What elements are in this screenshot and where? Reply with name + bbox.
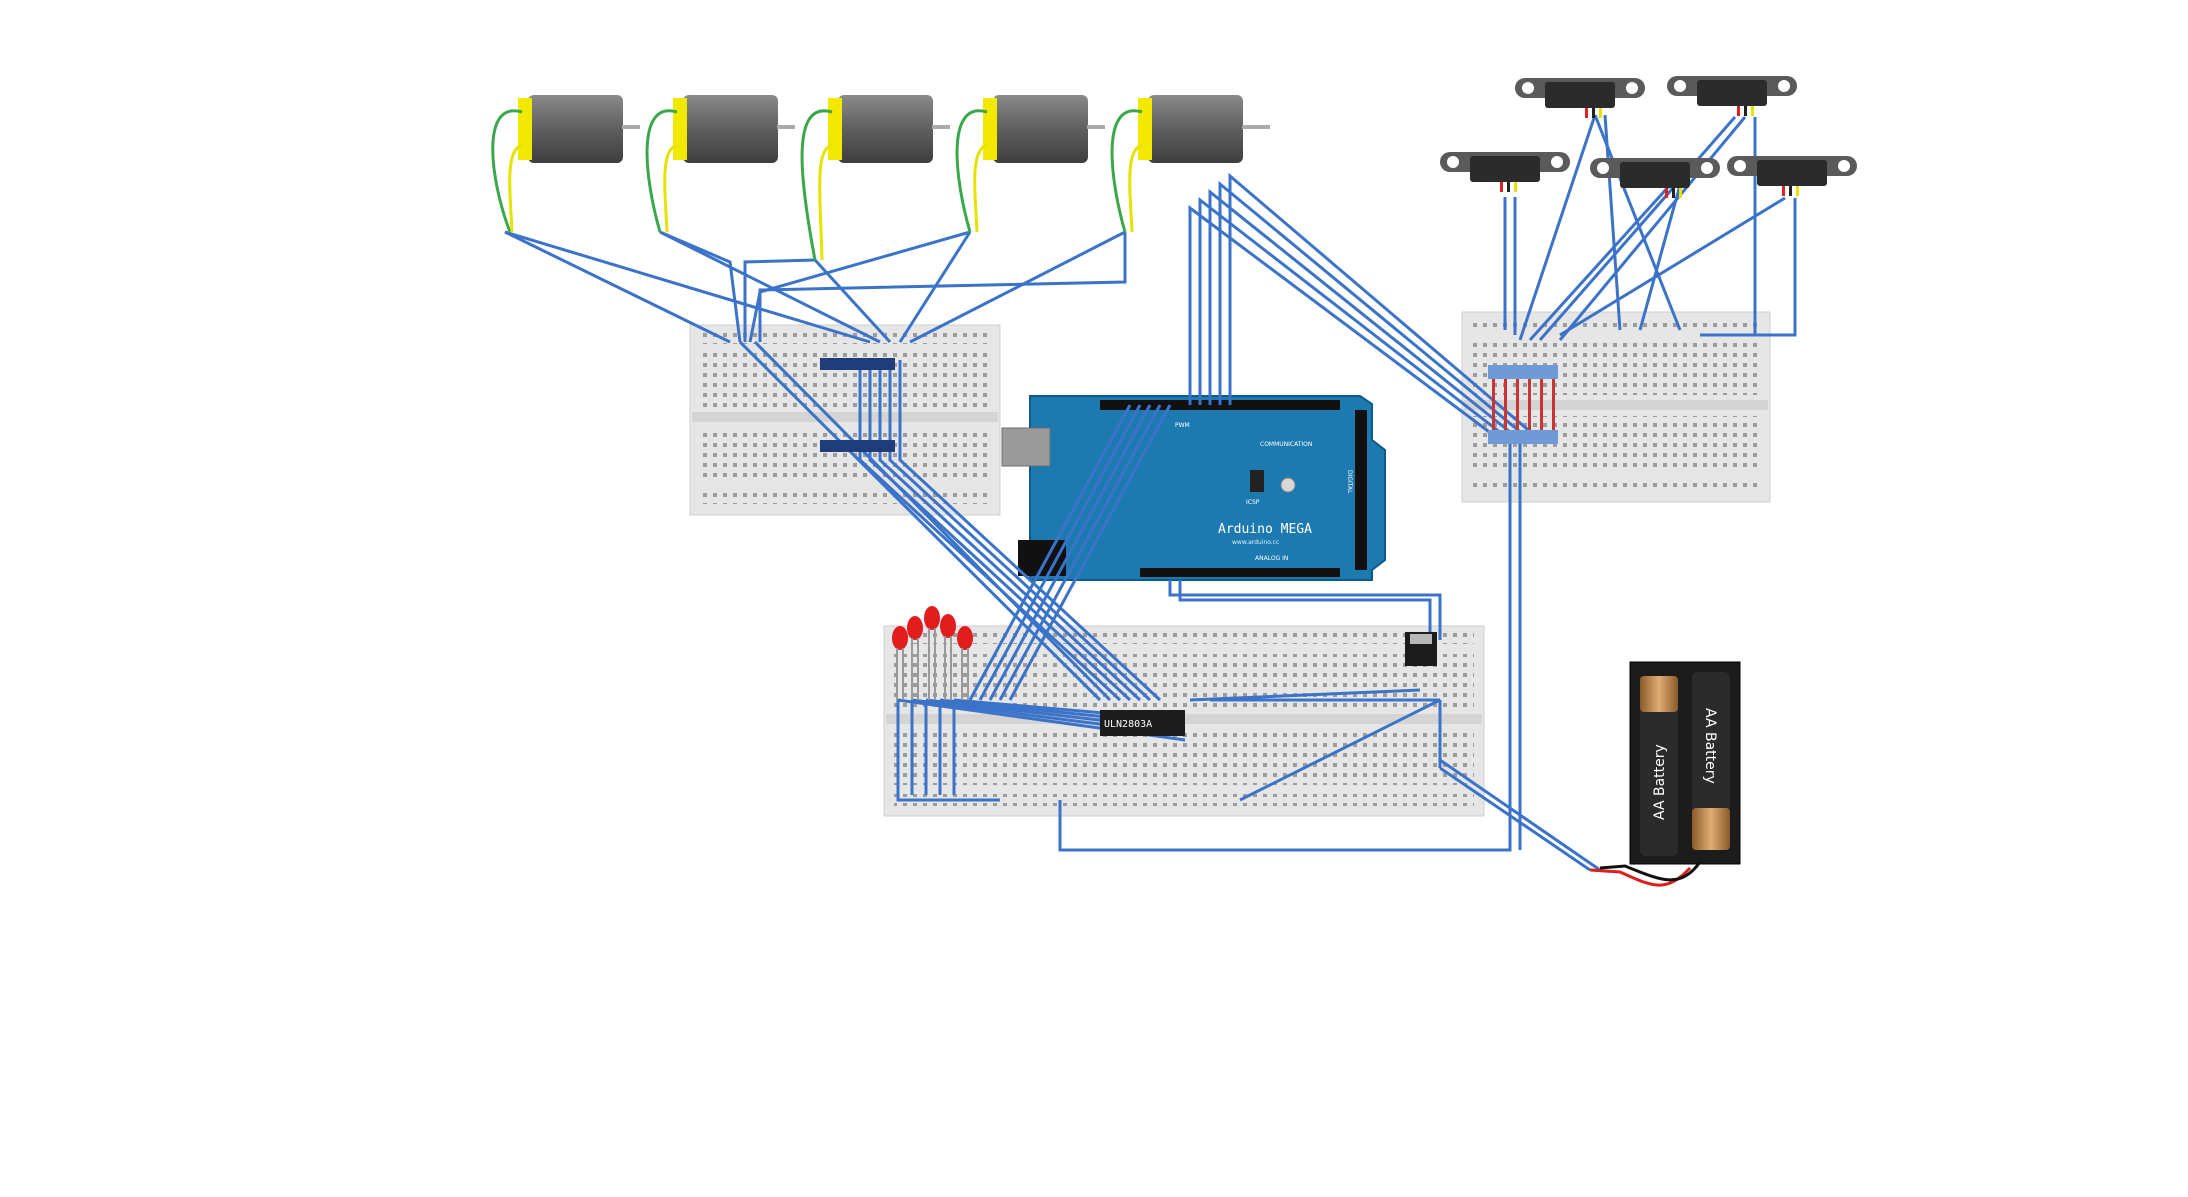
icsp-label: ICSP (1246, 499, 1260, 506)
led-2 (907, 616, 923, 700)
battery-label-2: AA Battery (1702, 708, 1718, 784)
sensor-2 (1667, 76, 1797, 116)
uln2803a-chip: ULN2803A (1100, 710, 1185, 736)
motor-5 (1110, 95, 1270, 233)
motor-4 (955, 95, 1105, 233)
wire-network (504, 114, 1797, 872)
led-5 (957, 626, 973, 700)
chip-label: ULN2803A (1104, 719, 1152, 730)
sensor-5 (1727, 156, 1857, 196)
voltage-regulator (1405, 632, 1437, 666)
led-1 (892, 626, 908, 700)
led-4 (940, 614, 956, 700)
analog-in-label: ANALOG IN (1255, 555, 1288, 562)
communication-label: COMMUNICATION (1260, 441, 1312, 448)
digital-label: DIGITAL (1346, 470, 1353, 494)
breadboard-right (1461, 311, 1771, 503)
arduino-url: www.arduino.cc (1232, 539, 1279, 546)
sensor-4 (1590, 158, 1720, 198)
motor-2 (645, 95, 795, 233)
battery-pack: AA Battery AA Battery (1589, 661, 1741, 887)
motor-3 (800, 95, 950, 261)
sensor-3 (1440, 152, 1570, 192)
arduino-name: Arduino MEGA (1218, 522, 1312, 537)
battery-label-1: AA Battery (1652, 744, 1668, 820)
led-3 (924, 606, 940, 700)
motor-1 (491, 95, 640, 233)
header-blocks-left (820, 358, 895, 452)
breadboard-left (689, 324, 1001, 516)
pwm-label: PWM (1175, 422, 1190, 429)
sensor-1 (1515, 78, 1645, 118)
usb-port (1001, 427, 1051, 467)
resistor-array (1488, 365, 1558, 444)
